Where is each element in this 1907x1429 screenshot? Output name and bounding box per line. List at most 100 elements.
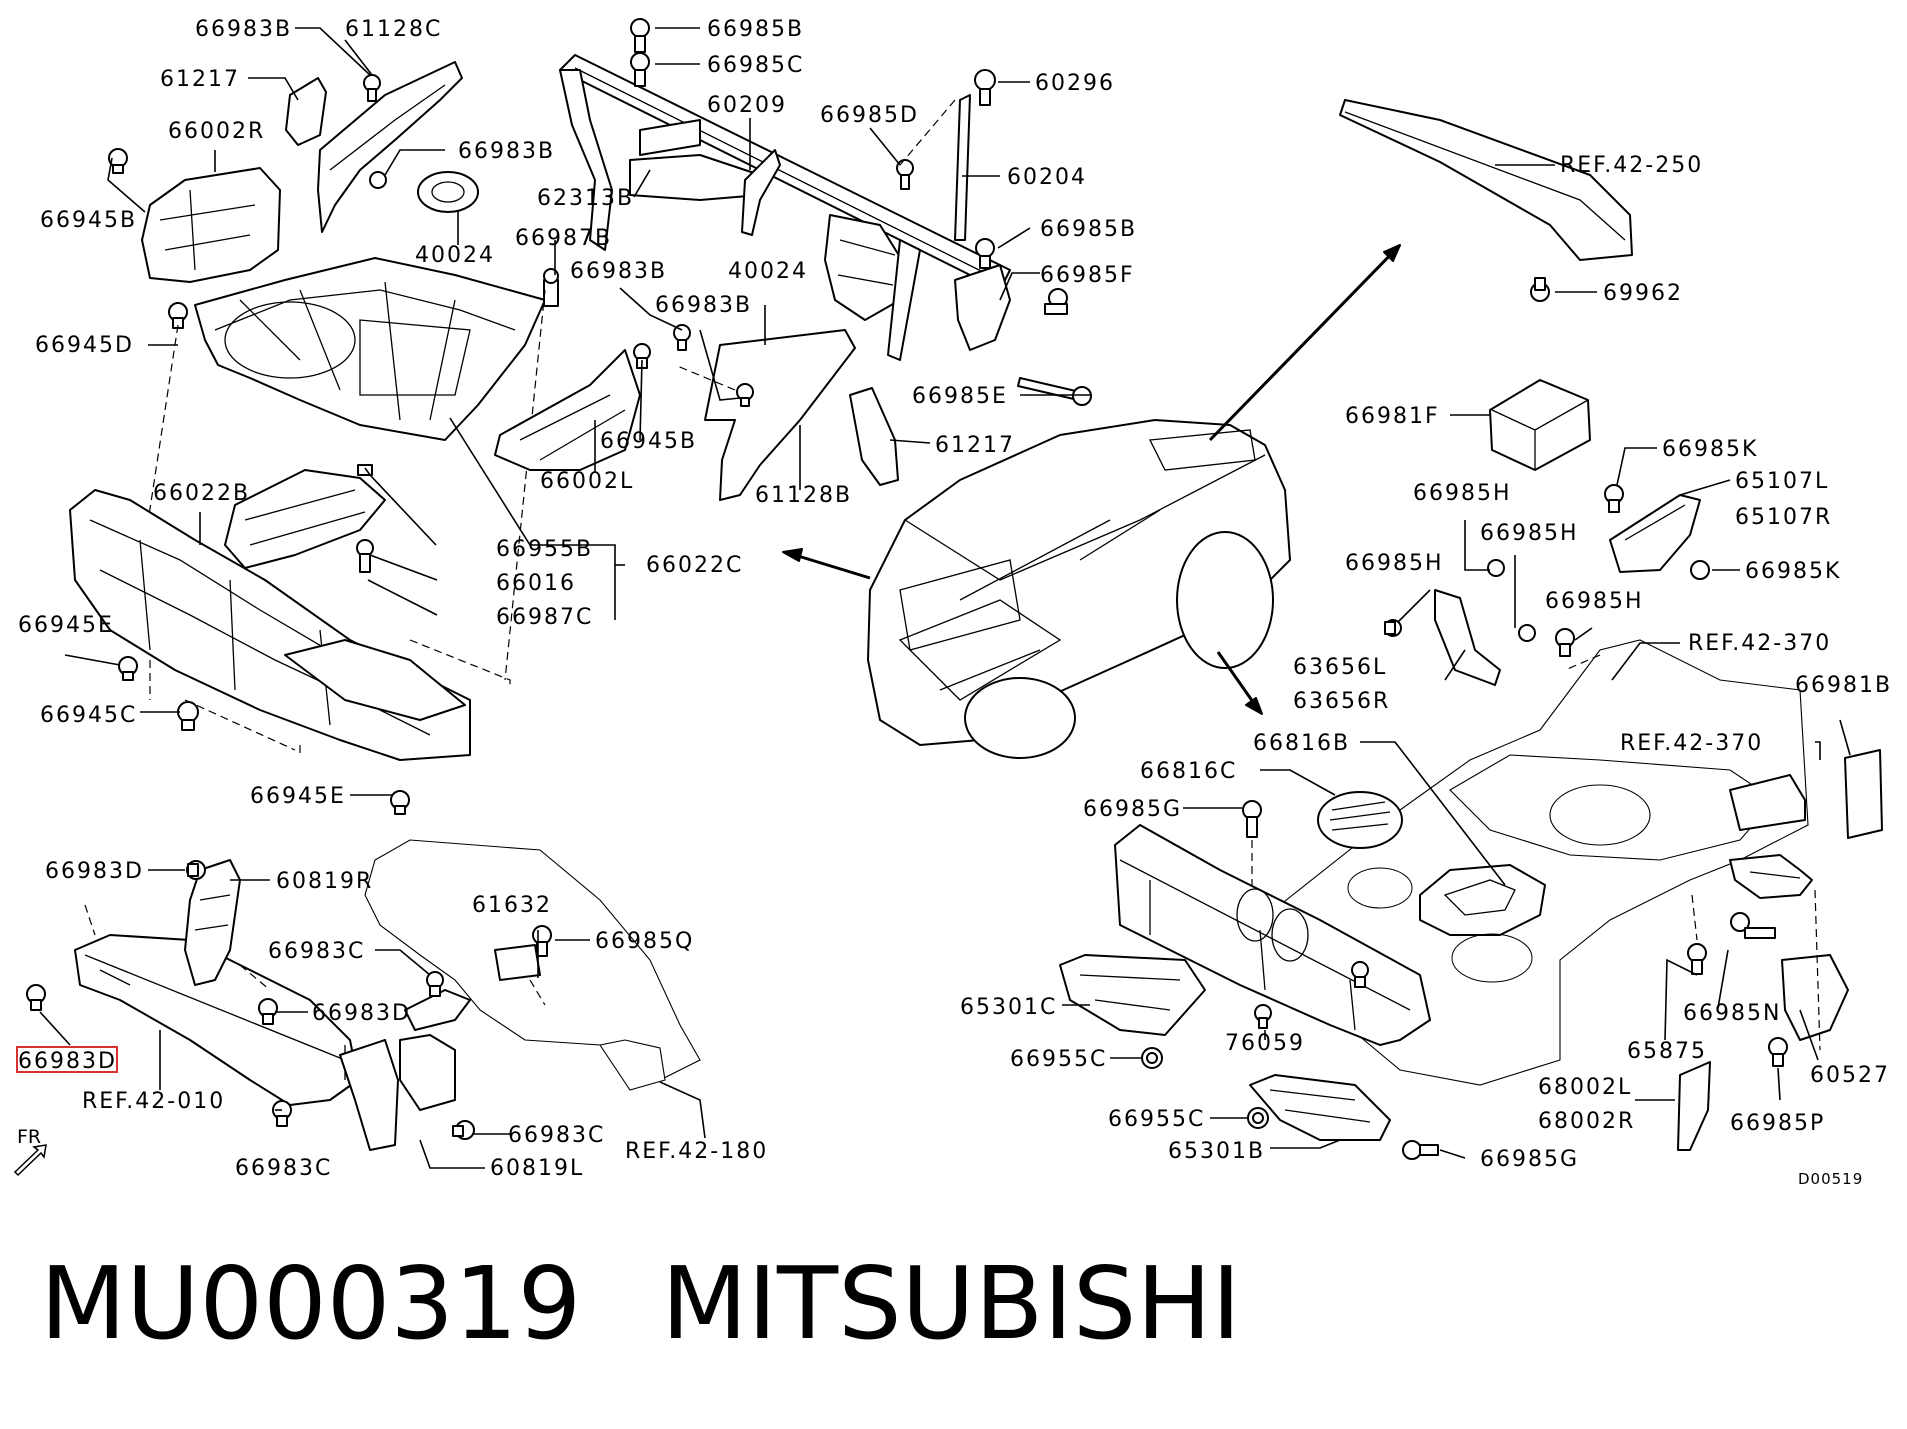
callout-label: 66983D [312,1001,411,1026]
callout-label: 66983B [655,293,752,318]
callout-label: 66983B [458,139,555,164]
diagram-code: D00519 [1798,1170,1863,1188]
callout-label: 66983D [18,1049,117,1074]
callout-label: 65301B [1168,1139,1265,1164]
callout-label: 66983D [45,859,144,884]
callout-label: 66985K [1662,437,1758,462]
callout-label: 63656L [1293,655,1387,680]
highlight-box [16,1046,118,1073]
part-caption: MU000319 MITSUBISHI [40,1245,1241,1362]
callout-label: 66985G [1083,797,1182,822]
front-direction-label: FR [17,1126,41,1148]
callout-label: 66985Q [595,929,694,954]
callout-label: 66985G [1480,1147,1579,1172]
callout-label: 66983C [235,1156,332,1181]
callout-label: REF.42-370 [1688,631,1831,656]
callout-label: 66985N [1683,1001,1781,1026]
part-number: MU000319 [40,1245,582,1362]
callout-label: 61217 [935,433,1015,458]
callout-label: 66983B [570,259,667,284]
callout-label: REF.42-370 [1620,731,1763,756]
callout-label: 66987B [515,226,612,251]
rear-upper-assembly [1339,99,1633,471]
callout-label: 66816C [1140,759,1237,784]
callout-label: 66985H [1413,481,1512,506]
callout-label: 66983C [268,939,365,964]
callout-label: 66981B [1795,673,1892,698]
beam-fastener-icons [26,860,552,1140]
callout-label: 65875 [1627,1039,1707,1064]
leader-lines [39,27,1851,1169]
callout-label: 66002L [540,469,634,494]
callout-label: 60819L [490,1156,584,1181]
callout-label: 66985B [1040,217,1137,242]
callout-label: 66955C [1108,1107,1205,1132]
direction-arrows [782,243,1402,715]
callout-label: 66022C [646,553,743,578]
callout-label: 66985H [1345,551,1444,576]
callout-label: 66945C [40,703,137,728]
floor-assembly [1059,639,1883,1160]
vehicle-outline [867,419,1291,759]
callout-label: 66955C [1010,1047,1107,1072]
callout-label: 61632 [472,893,552,918]
rear-bracket-assembly [1384,484,1710,686]
callout-label: 60209 [707,93,787,118]
callout-label: 65107L [1735,469,1829,494]
front-beam-assembly [26,839,701,1151]
callout-label: 40024 [415,243,495,268]
callout-label: 66945D [35,333,134,358]
callout-label: 65107R [1735,505,1832,530]
callout-label: 76059 [1225,1031,1305,1056]
front-direction-marker: FR [13,1126,47,1177]
callout-label: 66945E [250,784,346,809]
upper-left-assembly [108,61,559,681]
callout-label: 40024 [728,259,808,284]
callout-label: 66022B [153,481,250,506]
callout-label: 66985E [912,384,1008,409]
callout-label: 66985F [1040,263,1135,288]
clip-icons-lower [118,464,410,815]
callout-label: 60204 [1007,165,1087,190]
callout-label: 68002L [1538,1075,1632,1100]
callout-label: 66002R [168,119,265,144]
callout-label: 66983B [195,17,292,42]
callout-label: REF.42-250 [1560,153,1703,178]
callout-label: 61217 [160,67,240,92]
callout-label: 66945B [40,208,137,233]
callout-label: REF.42-010 [82,1089,225,1114]
callout-labels: 66983B 61128C 61217 66002R 66945B 66983B… [18,17,1892,1181]
callout-label: 66985H [1480,521,1579,546]
callout-label: 66985H [1545,589,1644,614]
callout-label: REF.42-180 [625,1139,768,1164]
callout-label: 62313B [537,186,634,211]
crossmember-assembly [494,18,1092,501]
callout-label: 61128B [755,483,852,508]
callout-label: 66945E [18,613,114,638]
callout-label: 69962 [1603,281,1683,306]
callout-label: 61128C [345,17,442,42]
front-undercover-assembly [69,464,511,815]
brand-name: MITSUBISHI [661,1245,1242,1362]
callout-label: 66987C [496,605,593,630]
callout-label: 66945B [600,429,697,454]
callout-label: 66985C [707,53,804,78]
callout-label: 65301C [960,995,1057,1020]
callout-label: 66983C [508,1123,605,1148]
floor-fastener-icons [1141,800,1788,1160]
callout-label: 66955B [496,537,593,562]
callout-label: 63656R [1293,689,1390,714]
callout-label: 60296 [1035,71,1115,96]
callout-label: 66816B [1253,731,1350,756]
front-arrow-icon [13,1144,47,1177]
callout-label: 60819R [276,869,373,894]
callout-label: 60527 [1810,1063,1890,1088]
callout-label: 66985K [1745,559,1841,584]
callout-label: 66985B [707,17,804,42]
callout-label: 66981F [1345,404,1440,429]
callout-label: 66985P [1730,1111,1825,1136]
callout-label: 66985D [820,103,919,128]
callout-label: 66016 [496,571,576,596]
callout-label: 68002R [1538,1109,1635,1134]
